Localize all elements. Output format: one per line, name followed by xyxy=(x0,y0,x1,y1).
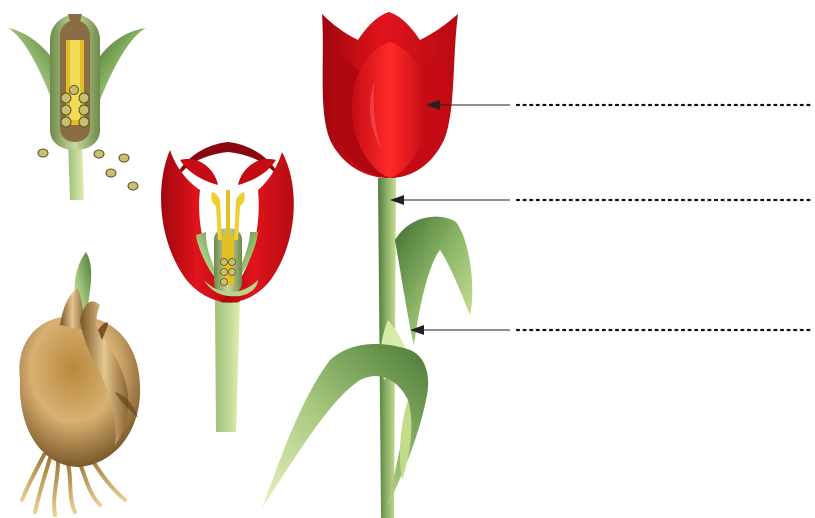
ovule xyxy=(221,259,228,266)
seed xyxy=(61,93,71,103)
seed xyxy=(128,182,138,190)
section-stem xyxy=(215,300,240,432)
seed xyxy=(94,150,104,158)
tulip-upper-leaf xyxy=(395,217,472,345)
seed xyxy=(61,105,71,115)
ovule xyxy=(221,269,228,276)
seed-pod-section xyxy=(8,14,146,200)
label-stem xyxy=(390,195,812,205)
tulip-bulb xyxy=(19,252,140,515)
seed xyxy=(38,149,48,157)
pod-sepal-right xyxy=(96,28,146,100)
pod-sepal-left xyxy=(8,28,55,100)
ovule xyxy=(229,259,236,266)
scattered-seeds xyxy=(38,149,138,190)
seed xyxy=(119,154,129,162)
seed xyxy=(70,86,79,95)
pod-ovary-highlight xyxy=(70,40,80,120)
label-flower xyxy=(426,100,812,110)
flower-section xyxy=(161,142,294,432)
seed xyxy=(79,105,89,115)
whole-tulip xyxy=(262,12,472,518)
ovule xyxy=(221,279,228,286)
ovule xyxy=(229,269,236,276)
pod-tip xyxy=(68,14,82,22)
lower-leaf-highlight xyxy=(400,400,411,480)
seed xyxy=(79,93,89,103)
section-style xyxy=(226,190,230,236)
seed xyxy=(106,169,116,177)
seed xyxy=(61,117,71,127)
label-leaf xyxy=(410,325,812,335)
seed xyxy=(79,117,89,127)
